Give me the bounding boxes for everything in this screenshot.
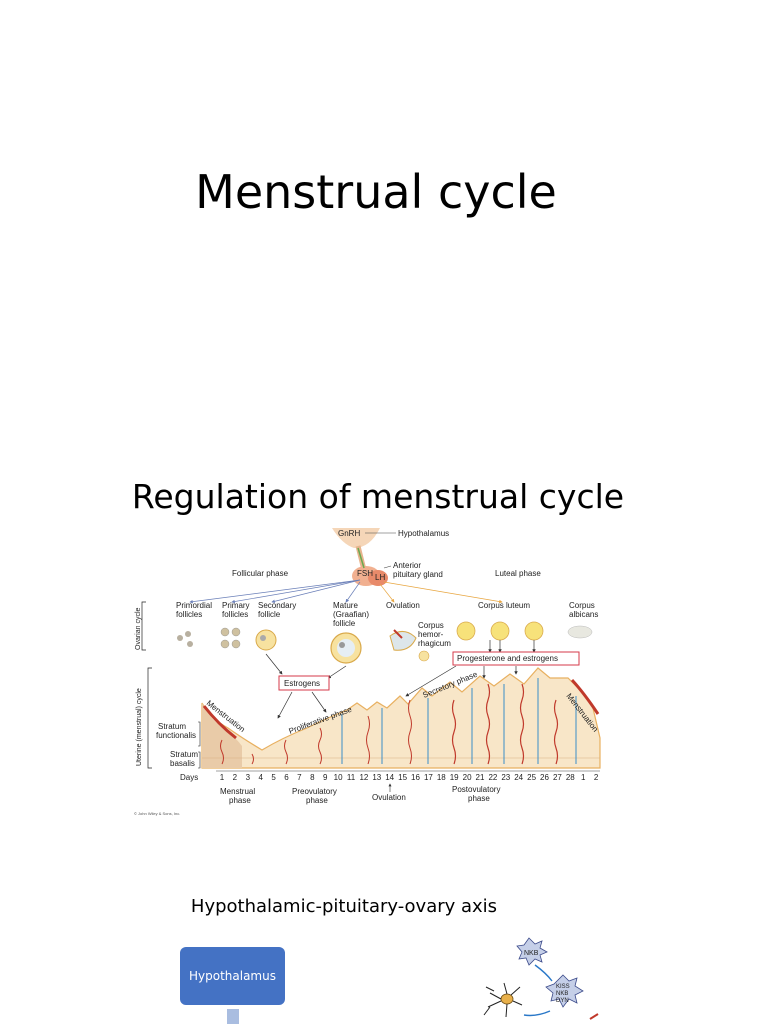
- day-tick-label: 17: [424, 773, 433, 782]
- day-tick-label: 13: [372, 773, 381, 782]
- postovulatory-phase-label-2: phase: [468, 794, 490, 803]
- lh-label: LH: [375, 573, 385, 582]
- nkb-label: NKB: [524, 950, 539, 957]
- fsh-arrows: [189, 579, 361, 604]
- preovulatory-phase-label-1: Preovulatory: [292, 787, 337, 796]
- estrogens-box: [278, 675, 330, 691]
- follicular-phase-label: Follicular phase: [232, 569, 289, 578]
- postovulatory-phase-label-1: Postovulatory: [452, 785, 500, 794]
- day-tick-label: 3: [246, 773, 251, 782]
- primordial-label-2: follicles: [176, 610, 202, 619]
- day-tick-label: 16: [411, 773, 420, 782]
- hypothalamus-label: Hypothalamus: [398, 529, 449, 538]
- slide-subtitle: Regulation of menstrual cycle: [131, 477, 625, 516]
- day-tick-label: 23: [501, 773, 510, 782]
- day-tick-label: 19: [450, 773, 459, 782]
- day-tick-label: 10: [334, 773, 343, 782]
- day-tick-label: 20: [463, 773, 472, 782]
- day-tick-label: 7: [297, 773, 302, 782]
- corpus-luteum-label: Corpus luteum: [478, 601, 530, 610]
- secondary-label-1: Secondary: [258, 601, 296, 610]
- progesterone-estrogens-box: [452, 651, 580, 666]
- day-tick-label: 6: [284, 773, 289, 782]
- menstrual-phase-label-2: phase: [229, 796, 251, 805]
- hypothalamus-box: Hypothalamus: [180, 947, 285, 1005]
- day-tick-label: 26: [540, 773, 549, 782]
- ovarian-cycle-label: Ovarian cycle: [135, 607, 142, 650]
- day-tick-label: 4: [258, 773, 263, 782]
- corpus-hem-label-1: Corpus: [418, 621, 444, 630]
- gnrh-neuron-icon: [483, 982, 523, 1018]
- days-label: Days: [180, 773, 198, 782]
- kiss-label-3: DYN: [556, 998, 569, 1004]
- day-tick-label: 8: [310, 773, 315, 782]
- mature-label-3: follicle: [333, 619, 356, 628]
- slide-title: Menstrual cycle: [195, 165, 557, 219]
- corpus-albicans-label-1: Corpus: [569, 601, 595, 610]
- down-arrow-icon: [227, 1009, 239, 1024]
- corpus-hem-label-2: hemor-: [418, 630, 444, 639]
- neuron-illustration: NKB KISS NKB DYN: [483, 937, 599, 1020]
- endometrium-illustration: [201, 667, 601, 769]
- endometrium-vessels: [220, 678, 577, 765]
- copyright-text: © John Wiley & Sons, Inc.: [134, 811, 180, 816]
- anterior-label-2: pituitary gland: [393, 570, 443, 579]
- corpus-albicans-label-2: albicans: [569, 610, 598, 619]
- kiss-label-2: NKB: [556, 991, 568, 997]
- preovulatory-phase-label-2: phase: [306, 796, 328, 805]
- stratum-func-label-1: Stratum: [158, 722, 186, 731]
- stratum-func-label-2: functionalis: [156, 731, 196, 740]
- day-tick-label: 12: [359, 773, 368, 782]
- day-tick-label: 22: [488, 773, 497, 782]
- uterine-cycle-label: Uterine (menstrual) cycle: [136, 688, 143, 766]
- primary-label-1: Primary: [222, 601, 250, 610]
- day-tick-label: 28: [566, 773, 575, 782]
- day-tick-label: 1: [581, 773, 586, 782]
- axis-section-title: Hypothalamic-pituitary-ovary axis: [190, 896, 498, 917]
- day-tick-label: 14: [385, 773, 394, 782]
- gnrh-label: GnRH: [338, 529, 360, 538]
- mature-label-1: Mature: [333, 601, 358, 610]
- secondary-label-2: follicle: [258, 610, 281, 619]
- day-tick-label: 15: [398, 773, 407, 782]
- mature-label-2: (Graafian): [333, 610, 369, 619]
- day-tick-label: 25: [527, 773, 536, 782]
- luteal-phase-label: Luteal phase: [495, 569, 541, 578]
- stratum-basalis-label-2: basalis: [170, 759, 195, 768]
- day-tick-label: 24: [514, 773, 523, 782]
- kiss-neuron-icon: [545, 974, 584, 1008]
- day-tick-label: 5: [271, 773, 276, 782]
- estrogens-label: Estrogens: [284, 679, 320, 688]
- day-tick-label: 18: [437, 773, 446, 782]
- fsh-label: FSH: [357, 569, 373, 578]
- day-tick-label: 11: [347, 773, 356, 782]
- corpus-hem-label-3: rhagicum: [418, 639, 451, 648]
- day-tick-label: 2: [233, 773, 238, 782]
- lh-arrows: [379, 581, 503, 604]
- prog-estrogens-label: Progesterone and estrogens: [457, 654, 558, 663]
- nkb-neuron-icon: [516, 937, 548, 966]
- day-tick-label: 21: [476, 773, 485, 782]
- follicle-illustrations: [177, 621, 593, 664]
- day-tick-label: 1: [220, 773, 225, 782]
- primordial-label-1: Primordial: [176, 601, 212, 610]
- anterior-label-1: Anterior: [393, 561, 421, 570]
- stratum-basalis-label-1: Stratum: [170, 750, 198, 759]
- day-tick-label: 27: [553, 773, 562, 782]
- primary-label-2: follicles: [222, 610, 248, 619]
- menstrual-phase-label-1: Menstrual: [220, 787, 255, 796]
- kiss-label-1: KISS: [556, 984, 570, 990]
- hypothalamus-box-label: Hypothalamus: [189, 969, 276, 983]
- ovulation-day-label: Ovulation: [372, 793, 406, 802]
- day-tick-label: 2: [594, 773, 599, 782]
- menstrual-cycle-diagram: GnRH FSH LH Hypothalamus Anterior pituit…: [134, 528, 601, 816]
- ovulation-stage-label: Ovulation: [386, 601, 420, 610]
- day-tick-label: 9: [323, 773, 328, 782]
